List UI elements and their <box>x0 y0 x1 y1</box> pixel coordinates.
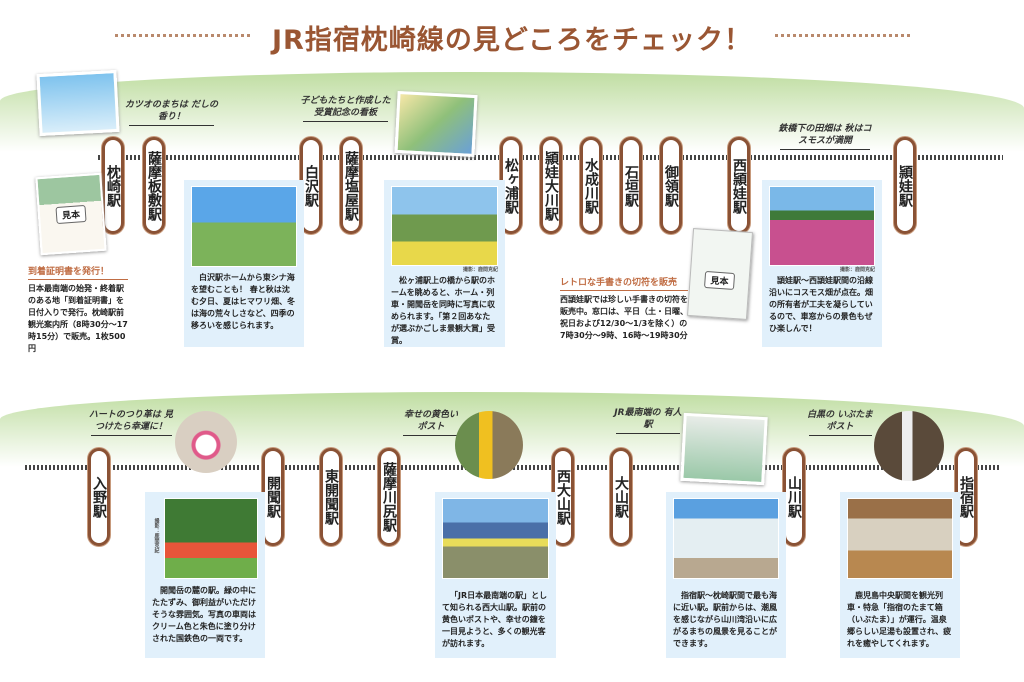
station-sign-goryo: 御領駅 <box>660 137 682 234</box>
station-sign-yamakawa: 山川駅 <box>783 448 805 546</box>
kaimon-photo-wrap: 撮影：鹿間克紀 <box>154 498 258 579</box>
box-text: 開聞岳の麓の駅。緑の中にたたずみ、御利益がいただけそうな雰囲気。写真の車両はクリ… <box>152 586 256 643</box>
info-box-matsugaura: 撮影：鹿間克紀 松ヶ浦駅上の橋から駅のホームを眺めると、ホーム・列車・開聞岳を同… <box>384 180 505 347</box>
station-sign-satsuma-kawashiri: 薩摩川尻駅 <box>378 448 400 546</box>
box-text: 指宿駅～枕崎駅間で最も海に近い駅。駅前からは、潮風を感じながら山川湾沿いに広がる… <box>673 591 777 648</box>
cosmos-photo <box>769 186 875 266</box>
yellow-post-photo <box>455 411 523 479</box>
photo-credit: 撮影：鹿間克紀 <box>839 267 875 273</box>
makurazaki-station-sign-photo <box>36 69 120 137</box>
box-text: 鹿児島中央駅間を観光列車・特急「指宿のたまて箱（いぶたま）」が運行。温泉郷らしい… <box>847 591 952 648</box>
callout-ibutama-post: 白黒の いぶたまポスト <box>805 410 875 436</box>
sample-label: 見本 <box>703 270 736 291</box>
photo-credit: 撮影：鹿間克紀 <box>153 518 160 553</box>
callout-heart-strap: ハートのつり革は 見つけたら幸運に！ <box>86 410 176 436</box>
arrival-certificate-note: 到着証明書を発行！ 日本最南端の始発・終着駅のある地「到着証明書」を日付入りで発… <box>28 264 128 355</box>
station-sign-makurazaki: 枕崎駅 <box>102 137 124 234</box>
station-sign-nishi-ei: 西頴娃駅 <box>728 137 750 234</box>
title-decoration-left <box>115 34 250 37</box>
info-box-nishi-oyama: 「JR日本最南端の駅」として知られる西大山駅。駅前の黄色いポストや、幸せの鐘を一… <box>435 492 556 658</box>
ticket-text: 西頴娃駅では珍しい手書きの切符を販売中。窓口は、平日（土・日曜、祝日および12/… <box>560 295 688 340</box>
title-decoration-right <box>775 34 910 37</box>
photo-credit: 撮影：鹿間克紀 <box>462 267 498 273</box>
station-sign-irino: 入野駅 <box>88 448 110 546</box>
station-sign-higashi-kaimon: 東開聞駅 <box>320 448 342 546</box>
sample-label: 見本 <box>55 204 87 225</box>
callout-cosmos: 鉄橋下の田畑は 秋はコスモスが満開 <box>775 124 875 150</box>
ticket-heading: レトロな手書きの切符を販売 <box>560 275 688 291</box>
station-sign-oyama: 大山駅 <box>610 448 632 546</box>
certificate-heading: 到着証明書を発行！ <box>28 264 128 280</box>
callout-katsuo: カツオのまちは だしの香り！ <box>124 100 219 126</box>
info-box-shirasawa: 白沢駅ホームから東シナ海を望むことも！ 春と秋は沈む夕日、夏はヒマワリ畑、冬は海… <box>184 180 304 347</box>
matsugaura-photo <box>391 186 498 266</box>
handwritten-ticket-note: レトロな手書きの切符を販売 西頴娃駅では珍しい手書きの切符を販売中。窓口は、平日… <box>560 275 688 342</box>
station-sign-ishigaki: 石垣駅 <box>620 137 642 234</box>
ibusuki-footbath-photo <box>847 498 953 579</box>
shirasawa-photo <box>191 186 297 267</box>
station-sign-mizunarikawa: 水成川駅 <box>580 137 602 234</box>
station-sign-ei-okawa: 頴娃大川駅 <box>540 137 562 234</box>
station-sign-ei: 頴娃駅 <box>894 137 916 234</box>
award-signboard-photo <box>394 90 478 158</box>
box-text: 松ヶ浦駅上の橋から駅のホームを眺めると、ホーム・列車・開聞岳を同時に写真に収めら… <box>391 275 495 345</box>
info-box-ibusuki: 鹿児島中央駅間を観光列車・特急「指宿のたまて箱（いぶたま）」が運行。温泉郷らしい… <box>840 492 960 658</box>
callout-kanban: 子どもたちと作成した 受賞記念の看板 <box>298 96 393 122</box>
callout-staffed-station: JR最南端の 有人駅 <box>612 408 684 434</box>
arrival-certificate-photo: 見本 <box>35 172 107 256</box>
handwritten-ticket-photo: 見本 <box>687 228 753 320</box>
station-sign-satsuma-itashiki: 薩摩板敷駅 <box>143 137 165 234</box>
box-text: 白沢駅ホームから東シナ海を望むことも！ 春と秋は沈む夕日、夏はヒマワリ畑、冬は海… <box>191 273 295 330</box>
station-sign-satsuma-shioya: 薩摩塩屋駅 <box>340 137 362 234</box>
box-text: 頴娃駅～西頴娃駅間の沿線沿いにコスモス畑が点在。畑の所有者が工夫を凝らしているの… <box>769 275 873 333</box>
callout-yellow-post: 幸せの黄色い ポスト <box>400 410 462 436</box>
station-sign-kaimon: 開聞駅 <box>262 448 284 546</box>
certificate-text: 日本最南端の始発・終着駅のある地「到着証明書」を日付入りで発行。枕崎駅前観光案内… <box>28 284 128 353</box>
ibutama-post-photo <box>874 411 944 481</box>
info-box-kaimon: 撮影：鹿間克紀 開聞岳の麓の駅。緑の中にたたずみ、御利益がいただけそうな雰囲気。… <box>145 492 265 658</box>
kaimon-photo <box>164 498 258 579</box>
box-text: 「JR日本最南端の駅」として知られる西大山駅。駅前の黄色いポストや、幸せの鐘を一… <box>442 591 548 648</box>
nishi-oyama-photo <box>442 498 549 579</box>
heart-strap-photo <box>175 411 237 473</box>
info-box-ei-cosmos: 撮影：鹿間克紀 頴娃駅～西頴娃駅間の沿線沿いにコスモス畑が点在。畑の所有者が工夫… <box>762 180 882 347</box>
yamakawa-photo <box>673 498 779 579</box>
page-title: JR指宿枕崎線の見どころをチェック！ <box>271 25 753 56</box>
staffed-station-photo <box>680 412 768 486</box>
info-box-yamakawa: 指宿駅～枕崎駅間で最も海に近い駅。駅前からは、潮風を感じながら山川湾沿いに広がる… <box>666 492 786 658</box>
